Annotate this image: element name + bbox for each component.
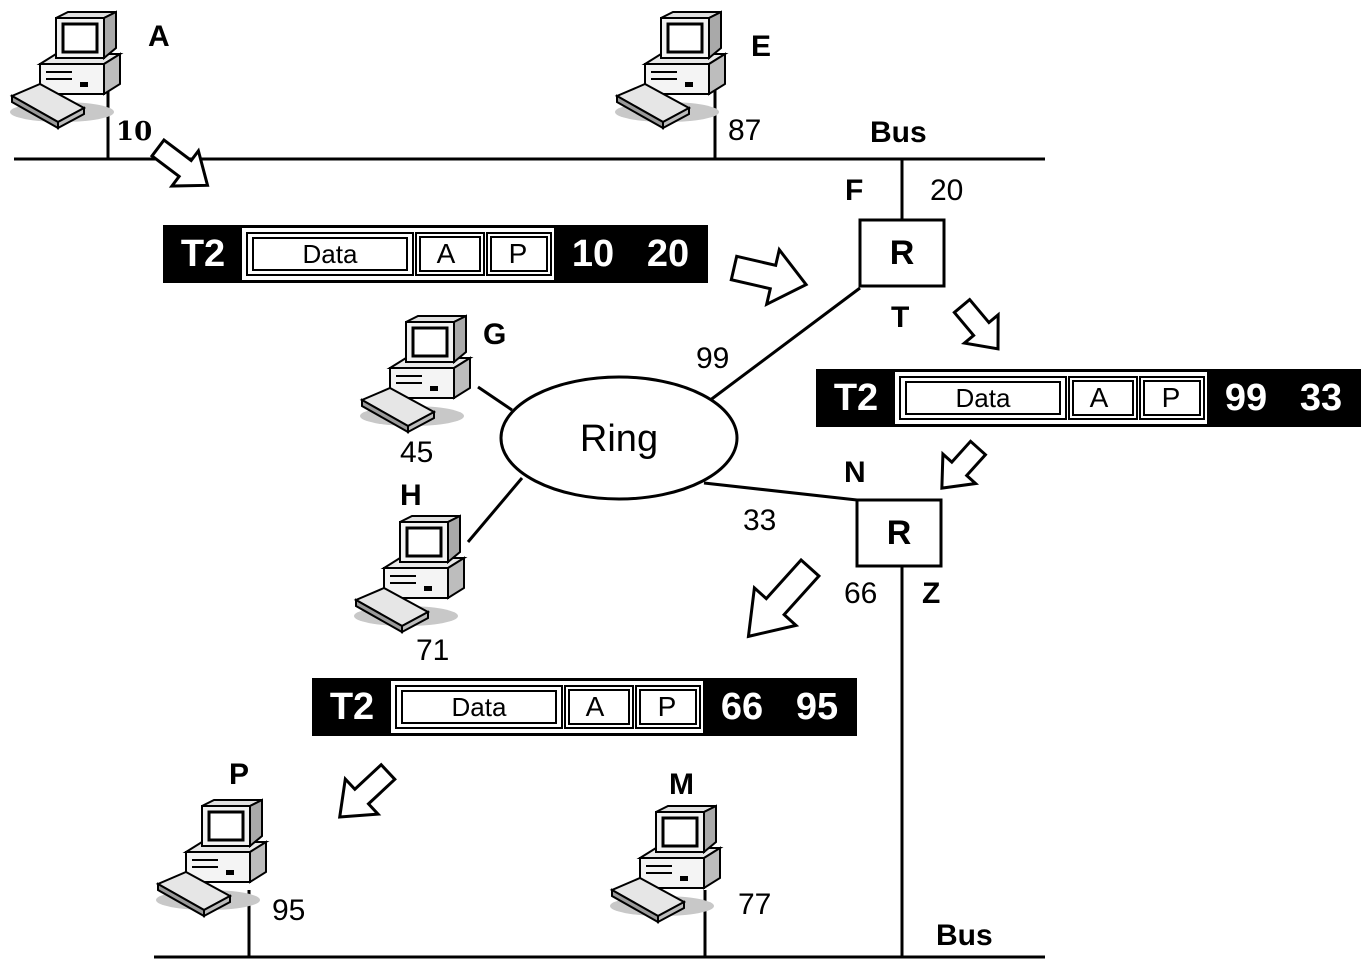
computer-h-address: 71 — [416, 634, 449, 667]
computer-m-address: 77 — [738, 888, 771, 921]
arrow-packet-to-p — [323, 754, 404, 834]
ring-label: Ring — [580, 418, 658, 460]
packet-2-field-p: P — [1162, 382, 1181, 413]
computer-e — [615, 12, 725, 128]
arrow-icon — [145, 130, 221, 202]
computer-g-label: G — [483, 318, 506, 351]
top-bus-label: Bus — [870, 116, 927, 149]
computer-g-address: 45 — [400, 436, 433, 469]
computer-h-label: H — [400, 479, 422, 512]
packet-2-field-a: A — [1090, 382, 1109, 413]
packet-3-field-p: P — [658, 691, 677, 722]
computer-p-label: P — [229, 758, 249, 791]
packet-3-destination-address: 95 — [796, 686, 838, 728]
bottom-bus-label: Bus — [936, 919, 993, 952]
computer-icon — [354, 516, 464, 632]
packet-3-field-a: A — [586, 691, 605, 722]
computer-m — [610, 806, 720, 922]
computer-p-address: 95 — [272, 894, 305, 927]
computer-h — [354, 516, 464, 632]
computer-e-label: E — [751, 30, 771, 63]
computer-e-address: 87 — [728, 114, 761, 147]
computer-icon — [156, 800, 266, 916]
router-1: R — [860, 220, 944, 286]
router-1-bus-address: 20 — [930, 174, 963, 207]
packet-3-type: T2 — [330, 686, 374, 728]
computer-a-address: 10 — [116, 117, 152, 147]
packet-1: T2 Data A P 10 20 — [163, 225, 708, 283]
arrow-icon — [926, 433, 995, 503]
router-1-name-f: F — [845, 174, 863, 207]
packet-2-field-data: Data — [956, 383, 1011, 413]
router-2-name-z: Z — [922, 577, 940, 610]
computer-g — [360, 316, 470, 432]
router-1-name-t: T — [891, 301, 909, 334]
packet-3: T2 Data A P 66 95 — [312, 678, 857, 736]
arrow-packet-to-router-1 — [728, 241, 813, 312]
link-ring-h — [468, 478, 522, 542]
computer-icon — [360, 316, 470, 432]
packet-1-destination-address: 20 — [647, 233, 689, 275]
computer-p — [156, 800, 266, 916]
arrow-router-2-to-packet — [728, 549, 831, 655]
router-2: R — [857, 500, 941, 566]
packet-2-destination-address: 33 — [1300, 377, 1342, 419]
computer-m-label: M — [669, 768, 694, 801]
packet-1-field-a: A — [437, 238, 456, 269]
arrow-icon — [945, 292, 1015, 363]
arrow-icon — [728, 241, 813, 312]
packet-2-source-address: 99 — [1225, 377, 1267, 419]
packet-2-type: T2 — [834, 377, 878, 419]
packet-1-payload-area — [242, 228, 554, 280]
computer-icon — [10, 12, 120, 128]
computer-a — [10, 12, 120, 128]
packet-2: T2 Data A P 99 33 — [816, 369, 1361, 427]
arrow-icon — [728, 549, 831, 655]
router-2-label: R — [887, 514, 912, 552]
computer-a-label: A — [148, 20, 170, 53]
computer-icon — [610, 806, 720, 922]
router-1-label: R — [890, 234, 915, 272]
computer-icon — [615, 12, 725, 128]
router-2-name-n: N — [844, 456, 866, 489]
packet-3-source-address: 66 — [721, 686, 763, 728]
packet-1-type: T2 — [181, 233, 225, 275]
router-1-ring-address: 99 — [696, 342, 729, 375]
router-2-bus-address: 66 — [844, 577, 877, 610]
router-2-ring-address: 33 — [743, 504, 776, 537]
packet-2-payload-area — [895, 372, 1207, 424]
packet-1-field-data: Data — [303, 239, 358, 269]
packet-1-source-address: 10 — [572, 233, 614, 275]
arrow-router-1-to-packet — [945, 292, 1015, 363]
packet-3-field-data: Data — [452, 692, 507, 722]
arrow-a-to-packet — [145, 130, 221, 202]
arrow-icon — [323, 754, 404, 834]
arrow-packet-to-router-2 — [926, 433, 995, 503]
packet-1-field-p: P — [509, 238, 528, 269]
packet-3-payload-area — [391, 681, 703, 733]
link-ring-g — [478, 387, 512, 410]
link-ring-router-2 — [704, 483, 857, 500]
